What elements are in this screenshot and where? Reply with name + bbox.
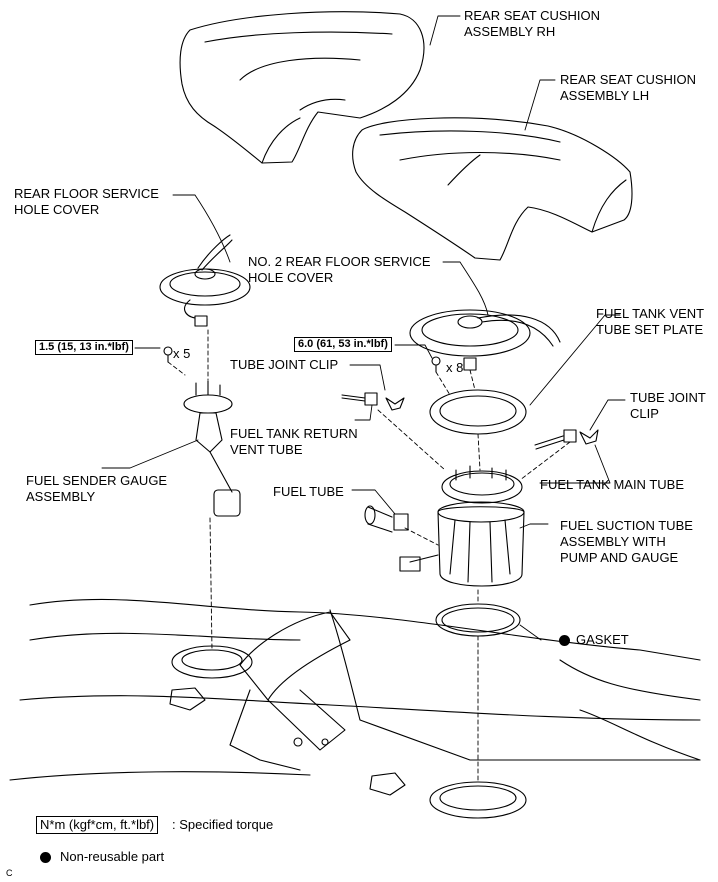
label-gasket: GASKET — [576, 632, 629, 647]
fuel-sender-gauge-assembly-drawing — [183, 380, 241, 517]
rear-seat-cushion-lh-drawing — [352, 117, 633, 261]
floor-panel-drawing — [9, 598, 701, 819]
tube-joint-clip-center-drawing — [341, 392, 405, 411]
tube-joint-clip-right-drawing — [534, 429, 599, 450]
label-rear-seat-cushion-rh: REAR SEAT CUSHION ASSEMBLY RH — [464, 8, 601, 39]
rear-floor-service-hole-cover-drawing — [159, 234, 251, 327]
label-rear-floor-service-hole-cover: REAR FLOOR SERVICE HOLE COVER — [14, 186, 159, 217]
legend-nonreusable-marker — [40, 852, 51, 863]
alignment-lines — [167, 329, 571, 783]
legend-torque-desc: : Specified torque — [172, 817, 274, 832]
qty-sender-screws: x 5 — [173, 346, 191, 361]
label-fuel-tank-vent-tube-set-plate: FUEL TANK VENT TUBE SET PLATE — [596, 306, 705, 337]
label-fuel-suction-tube-assembly: FUEL SUCTION TUBE ASSEMBLY WITH PUMP AND… — [560, 518, 693, 565]
label-fuel-tank-main-tube: FUEL TANK MAIN TUBE — [540, 477, 684, 492]
label-fuel-sender-gauge-assembly: FUEL SENDER GAUGE ASSEMBLY — [26, 473, 168, 504]
fuel-tube-drawing — [364, 505, 409, 533]
leader-lines — [101, 15, 626, 641]
fuel-suction-tube-assembly-drawing — [399, 465, 525, 587]
rear-seat-cushion-rh-drawing — [179, 11, 425, 164]
gasket-drawing — [435, 603, 521, 637]
label-tube-joint-clip-center: TUBE JOINT CLIP — [230, 357, 339, 372]
nonreusable-marker-gasket — [559, 635, 570, 646]
legend-nonreusable-text: Non-reusable part — [60, 849, 165, 864]
figure-mark: C — [6, 868, 13, 878]
label-no2-rear-floor-service-hole-cover: NO. 2 REAR FLOOR SERVICE HOLE COVER — [248, 254, 431, 285]
screw-plate-drawing — [431, 356, 441, 373]
no2-rear-floor-service-hole-cover-drawing — [409, 309, 561, 371]
fuel-tank-vent-tube-set-plate-drawing — [429, 389, 527, 435]
label-rear-seat-cushion-lh: REAR SEAT CUSHION ASSEMBLY LH — [560, 72, 697, 103]
legend-torque-unit: N*m (kgf*cm, ft.*lbf) — [36, 816, 159, 834]
torque-sender-screws: 1.5 (15, 13 in.*lbf) — [35, 340, 133, 355]
label-fuel-tank-return-vent-tube: FUEL TANK RETURN VENT TUBE — [230, 426, 358, 457]
label-fuel-tube: FUEL TUBE — [273, 484, 344, 499]
label-tube-joint-clip-right: TUBE JOINT CLIP — [630, 390, 706, 421]
qty-plate-screws: x 8 — [446, 360, 464, 375]
screw-sender-drawing — [163, 346, 173, 363]
torque-plate-screws: 6.0 (61, 53 in.*lbf) — [294, 337, 392, 352]
